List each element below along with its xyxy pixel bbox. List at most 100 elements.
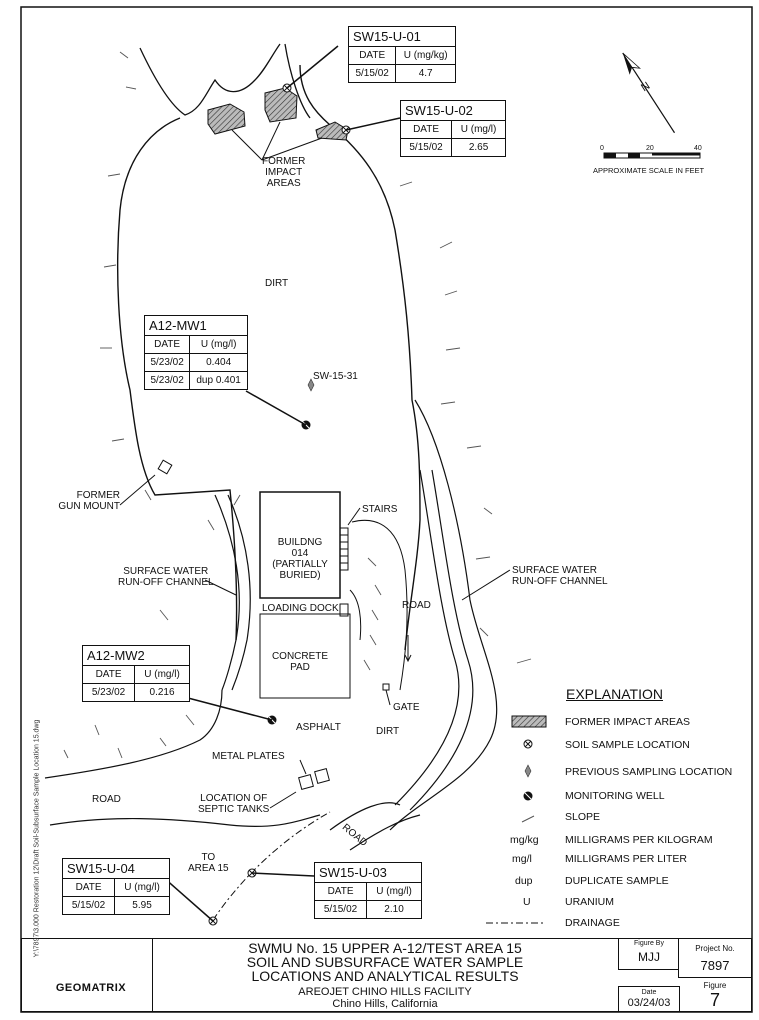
logo-cell — [21, 938, 153, 1012]
title-line3: LOCATIONS AND ANALYTICAL RESULTS — [251, 968, 519, 984]
legend-previous-symbol — [524, 764, 532, 778]
previous-sample-sw1531 — [307, 378, 315, 392]
legend-soil-symbol — [523, 739, 533, 749]
label-dirt-top: DIRT — [265, 278, 289, 289]
leader-mw2 — [187, 697, 273, 721]
road-diagonal — [329, 802, 421, 851]
sample-id: SW15-U-02 — [401, 101, 505, 121]
impact-leader-2 — [261, 121, 281, 161]
road-left-lower — [49, 814, 321, 827]
scale-tick-40: 40 — [694, 145, 702, 152]
sample-id: A12-MW1 — [145, 316, 247, 336]
legend-soil: SOIL SAMPLE LOCATION — [565, 739, 690, 751]
date-value: 03/24/03 — [627, 997, 671, 1009]
leader-u01 — [286, 45, 339, 89]
legend-key-mgl: mg/l — [512, 853, 532, 865]
leader-mw1 — [245, 390, 307, 426]
legend-slope: SLOPE — [565, 811, 601, 823]
legend-mgkg: MILLIGRAMS PER KILOGRAM — [565, 834, 713, 846]
drawing-border — [20, 6, 753, 1013]
title-line4: AREOJET CHINO HILLS FACILITY — [298, 986, 472, 998]
scale-bar — [603, 152, 701, 159]
loading-dock — [339, 603, 349, 617]
file-path-note: Y:\7897\3.000 Restoration 12\Draft Soil-… — [33, 719, 41, 958]
figure-by-value: MJJ — [638, 950, 660, 964]
septic-leader — [269, 791, 297, 809]
scale-tick-20: 20 — [646, 145, 654, 152]
legend-u: URANIUM — [565, 896, 614, 908]
legend-well-symbol — [523, 791, 533, 801]
concrete-pad — [259, 613, 351, 699]
left-runoff-channel — [214, 494, 251, 691]
legend-key-u: U — [523, 896, 531, 908]
legend-key-mgkg: mg/kg — [510, 834, 539, 846]
project-cell — [678, 938, 752, 978]
date-label: Date — [641, 989, 657, 996]
right-runoff-channel — [394, 469, 474, 811]
north-arrow — [622, 52, 676, 134]
sample-id: A12-MW2 — [83, 646, 189, 666]
sample-id: SW15-U-04 — [63, 859, 169, 879]
label-road-left: ROAD — [92, 794, 121, 805]
road-loop — [349, 519, 408, 691]
title-line2: SOIL AND SUBSURFACE WATER SAMPLE — [246, 954, 524, 970]
legend-impact-swatch — [511, 715, 547, 728]
impact-area-3 — [315, 121, 349, 141]
impact-leader-3 — [261, 137, 323, 161]
figure-by-cell — [618, 938, 680, 970]
legend-key-dup: dup — [515, 875, 533, 887]
impact-area-1 — [207, 103, 246, 135]
stairs-leader — [347, 507, 361, 526]
legend-dup: DUPLICATE SAMPLE — [565, 875, 669, 887]
sample-id: SW15-U-03 — [315, 863, 421, 883]
label-stairs: STAIRS — [362, 504, 398, 515]
label-loading-dock: LOADING DOCK — [262, 603, 339, 614]
project-value: 7897 — [700, 958, 730, 973]
surface-right-leader — [461, 569, 511, 601]
gun-leader — [119, 474, 156, 506]
plates-leader — [299, 759, 307, 775]
metal-plate-1 — [298, 774, 314, 790]
dirt-area-outline — [116, 117, 238, 641]
project-label: Project No. — [695, 944, 735, 953]
surface-left-leader — [204, 579, 237, 596]
legend-mgl: MILLIGRAMS PER LITER — [565, 853, 687, 865]
gun-mount — [157, 459, 173, 475]
leader-u03 — [251, 872, 315, 877]
title-line1: SWMU No. 15 UPPER A-12/TEST AREA 15 — [248, 940, 522, 956]
sample-id: SW15-U-01 — [349, 27, 455, 47]
label-road-right: ROAD — [402, 600, 431, 611]
legend-impact: FORMER IMPACT AREAS — [565, 716, 691, 728]
gate — [382, 683, 390, 691]
drainage — [212, 811, 331, 921]
explanation-title: EXPLANATION — [566, 686, 663, 702]
leader-u02 — [345, 117, 401, 131]
logo-text: GEOMATRIX — [55, 982, 127, 994]
metal-plate-2 — [314, 768, 330, 784]
right-outline — [389, 399, 498, 831]
figure-by-label: Figure By — [634, 940, 664, 947]
label-dirt-low: DIRT — [376, 726, 400, 737]
title-line5: Chino Hills, California — [332, 998, 438, 1010]
legend-drainage: DRAINAGE — [565, 917, 620, 929]
label-asphalt: ASPHALT — [296, 722, 341, 733]
figure-value: 7 — [709, 990, 720, 1010]
legend-well: MONITORING WELL — [565, 790, 665, 802]
impact-leader-1 — [231, 129, 263, 161]
legend-slope-symbol — [521, 815, 535, 823]
scale-tick-0: 0 — [600, 145, 604, 152]
